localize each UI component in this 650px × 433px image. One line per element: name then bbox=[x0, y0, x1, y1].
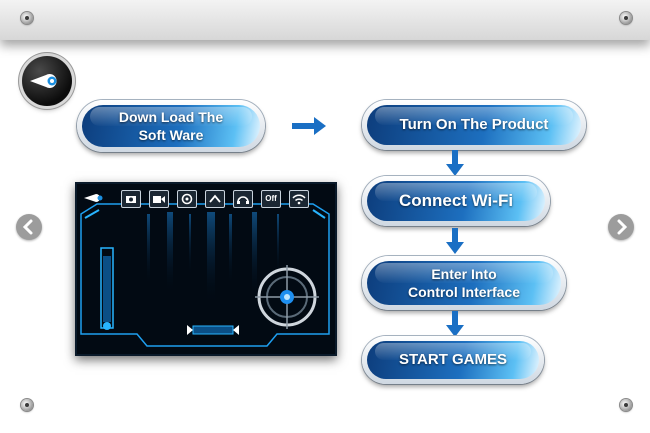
throttle-slider[interactable] bbox=[97, 246, 117, 336]
step-connect-wifi: Connect Wi-Fi bbox=[362, 176, 550, 226]
arrow-right-icon bbox=[292, 117, 326, 135]
screw-icon bbox=[620, 399, 632, 411]
trim-slider[interactable] bbox=[185, 322, 241, 338]
off-label: Off bbox=[265, 194, 277, 203]
step-turn-on: Turn On The Product bbox=[362, 100, 586, 150]
video-icon[interactable] bbox=[149, 190, 169, 208]
screw-icon bbox=[21, 399, 33, 411]
rotate-icon[interactable] bbox=[177, 190, 197, 208]
step-download-label: Down Load The Soft Ware bbox=[118, 109, 224, 143]
screw-icon bbox=[620, 12, 632, 24]
app-screen-preview: Off bbox=[75, 182, 337, 356]
arrow-down-icon bbox=[446, 228, 464, 254]
step-enter-label: Enter Into Control Interface bbox=[407, 266, 520, 300]
brand-logo bbox=[22, 56, 72, 106]
step-download-software: Down Load The Soft Ware bbox=[77, 100, 265, 152]
logo-icon bbox=[84, 194, 103, 202]
off-button[interactable]: Off bbox=[261, 190, 281, 208]
arrow-down-icon bbox=[446, 150, 464, 176]
headphones-icon[interactable] bbox=[233, 190, 253, 208]
gravity-icon[interactable] bbox=[205, 190, 225, 208]
wifi-icon[interactable] bbox=[289, 190, 309, 208]
step-connect-label: Connect Wi-Fi bbox=[398, 191, 514, 210]
arrow-down-icon bbox=[446, 311, 464, 337]
next-slide-button[interactable] bbox=[608, 214, 634, 240]
step-start-label: START GAMES bbox=[398, 351, 508, 368]
direction-joystick[interactable] bbox=[252, 262, 322, 332]
prev-slide-button[interactable] bbox=[16, 214, 42, 240]
screw-icon bbox=[21, 12, 33, 24]
top-bar bbox=[0, 0, 650, 40]
step-start-games: START GAMES bbox=[362, 336, 544, 384]
step-turn-on-label: Turn On The Product bbox=[399, 116, 549, 133]
step-enter-interface: Enter Into Control Interface bbox=[362, 256, 566, 310]
camera-icon[interactable] bbox=[121, 190, 141, 208]
